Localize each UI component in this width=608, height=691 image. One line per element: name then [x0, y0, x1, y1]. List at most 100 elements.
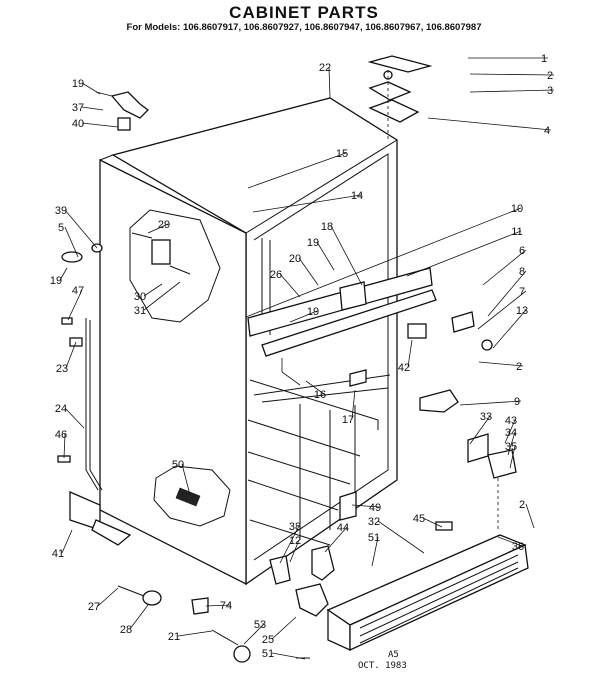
- callout-c51a: 51: [368, 532, 380, 544]
- callout-c2b: 2: [516, 361, 522, 373]
- callout-c39: 39: [55, 205, 67, 217]
- callout-c12: 12: [289, 535, 301, 547]
- leader-line-c11: [406, 230, 522, 277]
- detail-circle-29-31: [129, 209, 221, 323]
- leader-line-c19a: [81, 82, 101, 95]
- leader-line-c25: [271, 616, 297, 640]
- callout-c11: 11: [511, 226, 522, 238]
- leader-line-c9: [459, 400, 522, 406]
- callout-c38: 38: [289, 521, 301, 533]
- callout-c16: 16: [314, 389, 326, 401]
- leader-line-c50: [181, 463, 191, 496]
- callout-c44: 44: [337, 522, 349, 534]
- callout-c6: 6: [519, 245, 525, 257]
- leader-line-c4: [427, 117, 552, 131]
- callout-c46: 46: [55, 429, 67, 441]
- callout-c41: 41: [52, 548, 64, 560]
- callout-c18: 18: [321, 221, 333, 233]
- leader-line-c6: [482, 249, 527, 286]
- callout-c74: 74: [220, 600, 232, 612]
- leader-line-c37: [81, 106, 104, 111]
- callout-c19b: 19: [50, 275, 62, 287]
- detail-circle-50: [153, 465, 231, 527]
- leader-line-c49: [351, 504, 380, 508]
- callout-c24: 24: [55, 403, 67, 415]
- callout-c32: 32: [368, 516, 380, 528]
- leader-line-c46: [63, 433, 66, 459]
- leader-line-c45: [422, 517, 443, 528]
- leader-line-c29: [147, 223, 169, 234]
- leader-line-c38: [279, 525, 300, 564]
- leader-line-c32: [377, 520, 425, 554]
- leader-line-c36: [497, 536, 523, 547]
- callout-c14: 14: [351, 190, 363, 202]
- callout-c53: 53: [254, 619, 266, 631]
- leader-line-c44: [324, 526, 348, 553]
- leader-line-c51b: [271, 652, 306, 660]
- leader-line-c34: [507, 431, 516, 456]
- callout-c9: 9: [514, 396, 520, 408]
- callout-c40: 40: [72, 118, 84, 130]
- callout-c8: 8: [519, 266, 525, 278]
- leader-line-c26: [279, 273, 301, 298]
- leader-line-c15: [247, 152, 347, 189]
- leader-line-c23: [65, 341, 77, 369]
- base-grille: [326, 491, 529, 652]
- leader-line-c13: [492, 309, 527, 349]
- callout-c22: 22: [319, 62, 331, 74]
- callout-c19c: 19: [307, 237, 319, 249]
- leader-line-c74: [205, 604, 231, 607]
- leader-line-c2b: [478, 361, 524, 367]
- leader-line-c28: [129, 604, 149, 630]
- leader-line-c17: [351, 389, 356, 420]
- leader-line-c14: [252, 194, 362, 213]
- callout-c49: 49: [369, 502, 381, 514]
- leader-line-c42: [407, 339, 413, 368]
- callout-c33: 33: [480, 411, 492, 423]
- callout-c17: 17: [342, 414, 354, 426]
- leader-line-c8: [487, 270, 527, 317]
- callout-c20: 20: [289, 253, 301, 265]
- leader-line-c51a: [371, 536, 379, 567]
- leader-line-c12: [289, 539, 300, 563]
- leader-line-c43: [504, 419, 516, 444]
- leader-line-c22: [328, 66, 331, 99]
- left-hinge-cam: [95, 91, 149, 131]
- callout-c30: 30: [134, 291, 146, 303]
- leader-line-c19b: [59, 267, 68, 281]
- leader-line-c40: [81, 122, 119, 128]
- leader-line-c19c: [316, 241, 335, 271]
- leader-line-c41: [61, 529, 73, 554]
- callout-c1: 1: [541, 53, 547, 65]
- leader-line-c5: [64, 226, 79, 258]
- callout-c13: 13: [516, 305, 528, 317]
- divider-rail: [247, 267, 437, 386]
- callout-c50: 50: [172, 459, 184, 471]
- leader-line-c35: [509, 445, 516, 469]
- callout-c26: 26: [270, 269, 282, 281]
- leader-line-c3: [469, 89, 555, 93]
- callout-c42: 42: [398, 362, 410, 374]
- top-hinge-assembly: [367, 55, 433, 140]
- footer-code: A5: [388, 650, 399, 660]
- leader-line-c47: [67, 289, 83, 321]
- callout-c3: 3: [547, 85, 553, 97]
- leader-line-c53: [243, 623, 265, 645]
- callout-c5: 5: [58, 222, 64, 234]
- callout-c4: 4: [544, 125, 550, 137]
- callout-c43: 43: [505, 415, 517, 427]
- leader-line-c27: [97, 587, 119, 607]
- leader-line-c20: [298, 257, 319, 286]
- leader-line-c24: [64, 407, 85, 429]
- leader-line-c16: [305, 380, 325, 395]
- callout-c27: 27: [88, 601, 100, 613]
- callout-c15: 15: [336, 148, 348, 160]
- leader-line-c33: [469, 415, 491, 445]
- callout-c10: 10: [511, 203, 523, 215]
- leader-line-c10: [245, 207, 522, 318]
- lower-hardware: [117, 545, 335, 663]
- callout-c28: 28: [120, 624, 132, 636]
- leader-line-c19d: [289, 310, 318, 323]
- callout-c19d: 19: [307, 306, 319, 318]
- leader-line-c7: [477, 290, 527, 330]
